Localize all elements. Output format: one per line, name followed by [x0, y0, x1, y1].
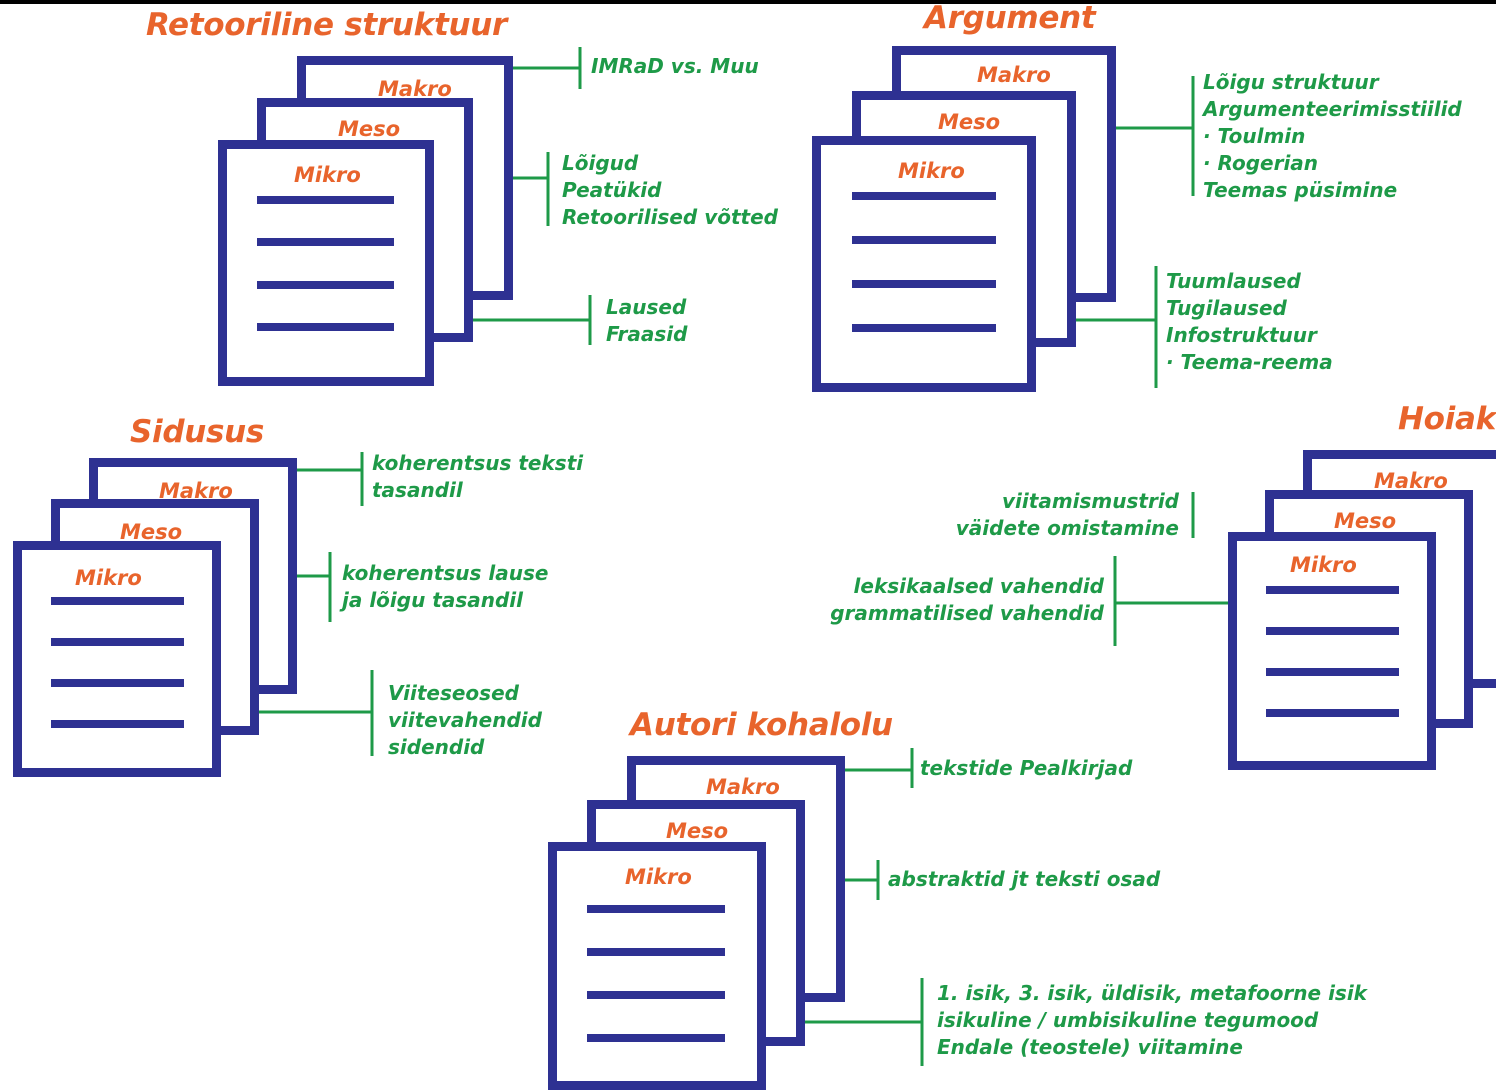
title-retooriline: Retooriline struktuur: [146, 7, 508, 43]
note-line: Lõigu struktuur: [1203, 70, 1379, 94]
note-line: ja lõigu tasandil: [342, 588, 524, 612]
note-line: sidendid: [388, 735, 485, 759]
note-line: Infostruktuur: [1166, 323, 1317, 347]
text-line: [51, 638, 184, 646]
note-line: Teemas püsimine: [1203, 178, 1398, 202]
note-line: 1. isik, 3. isik, üldisik, metafoorne is…: [937, 981, 1367, 1005]
note-line: leksikaalsed vahendid: [853, 574, 1104, 598]
note-retooriline-mikro: Laused Fraasid: [606, 294, 687, 348]
note-sidusus-mikro: Viiteseosed viitevahendid sidendid: [388, 680, 542, 761]
text-line: [587, 905, 725, 913]
label-mikro: Mikro: [75, 566, 142, 590]
note-hoiak-makro: viitamismustrid väidete omistamine: [956, 488, 1179, 542]
label-mikro: Mikro: [1290, 553, 1357, 577]
text-line: [257, 281, 394, 289]
note-line: Tugilaused: [1166, 296, 1287, 320]
note-line: isikuline / umbisikuline tegumood: [937, 1008, 1319, 1032]
note-hoiak-mikro: leksikaalsed vahendid grammatilised vahe…: [830, 573, 1104, 627]
doc-mikro-hoiak: Mikro: [1228, 532, 1436, 770]
note-autor-makro: tekstide Pealkirjad: [920, 755, 1132, 782]
note-line: abstraktid jt teksti osad: [888, 867, 1161, 891]
note-line: grammatilised vahendid: [830, 601, 1104, 625]
label-makro: Makro: [378, 77, 452, 101]
note-autor-mikro: 1. isik, 3. isik, üldisik, metafoorne is…: [937, 980, 1367, 1061]
text-line: [51, 720, 184, 728]
note-retooriline-makro: IMRaD vs. Muu: [591, 53, 759, 80]
top-border: [0, 0, 1496, 4]
text-line: [587, 1034, 725, 1042]
label-meso: Meso: [938, 110, 1001, 134]
doc-mikro-autor: Mikro: [548, 842, 766, 1090]
title-hoiak: Hoiak: [1398, 401, 1496, 437]
note-argument-meso: Lõigu struktuur Argumenteerimisstiilid ·…: [1203, 69, 1462, 204]
label-meso: Meso: [1334, 509, 1397, 533]
note-line: viitamismustrid: [1002, 489, 1179, 513]
note-line: Retoorilised võtted: [562, 205, 778, 229]
label-meso: Meso: [666, 819, 729, 843]
note-sidusus-makro: koherentsus teksti tasandil: [372, 450, 583, 504]
text-line: [587, 948, 725, 956]
note-line: Lõigud: [562, 151, 639, 175]
title-autor: Autori kohalolu: [630, 707, 893, 743]
text-line: [1266, 668, 1399, 676]
note-line: koherentsus teksti: [372, 451, 584, 475]
text-line: [1266, 586, 1399, 594]
note-sidusus-meso: koherentsus lause ja lõigu tasandil: [342, 560, 548, 614]
label-makro: Makro: [1374, 469, 1448, 493]
note-line: · Teema-reema: [1166, 350, 1333, 374]
label-meso: Meso: [338, 117, 401, 141]
title-argument: Argument: [924, 0, 1096, 36]
note-line: Argumenteerimisstiilid: [1203, 97, 1462, 121]
label-makro: Makro: [706, 775, 780, 799]
label-meso: Meso: [120, 520, 183, 544]
note-line: viitevahendid: [388, 708, 542, 732]
text-line: [51, 597, 184, 605]
text-line: [587, 991, 725, 999]
doc-mikro-sidusus: Mikro: [13, 541, 221, 777]
note-autor-meso: abstraktid jt teksti osad: [888, 866, 1160, 893]
note-line: IMRaD vs. Muu: [591, 54, 759, 78]
doc-mikro-retooriline: Mikro: [218, 140, 434, 386]
text-line: [852, 324, 996, 332]
note-line: Fraasid: [606, 322, 688, 346]
note-line: · Rogerian: [1203, 151, 1319, 175]
text-line: [257, 238, 394, 246]
note-line: Laused: [606, 295, 687, 319]
note-line: Tuumlaused: [1166, 269, 1301, 293]
note-line: tasandil: [372, 478, 463, 502]
label-makro: Makro: [977, 63, 1051, 87]
note-retooriline-meso: Lõigud Peatükid Retoorilised võtted: [562, 150, 778, 231]
note-line: Viiteseosed: [388, 681, 519, 705]
text-line: [852, 236, 996, 244]
text-line: [51, 679, 184, 687]
note-line: väidete omistamine: [955, 516, 1179, 540]
note-line: Peatükid: [562, 178, 662, 202]
label-mikro: Mikro: [898, 159, 965, 183]
note-line: koherentsus lause: [342, 561, 549, 585]
text-line: [257, 323, 394, 331]
note-argument-mikro: Tuumlaused Tugilaused Infostruktuur · Te…: [1166, 268, 1333, 376]
label-mikro: Mikro: [294, 163, 361, 187]
title-sidusus: Sidusus: [130, 414, 265, 450]
text-line: [1266, 709, 1399, 717]
note-line: · Toulmin: [1203, 124, 1306, 148]
text-line: [1266, 627, 1399, 635]
note-line: tekstide Pealkirjad: [920, 756, 1133, 780]
text-line: [257, 196, 394, 204]
text-line: [852, 192, 996, 200]
label-mikro: Mikro: [625, 865, 692, 889]
text-line: [852, 280, 996, 288]
note-line: Endale (teostele) viitamine: [937, 1035, 1243, 1059]
doc-mikro-argument: Mikro: [812, 136, 1036, 392]
